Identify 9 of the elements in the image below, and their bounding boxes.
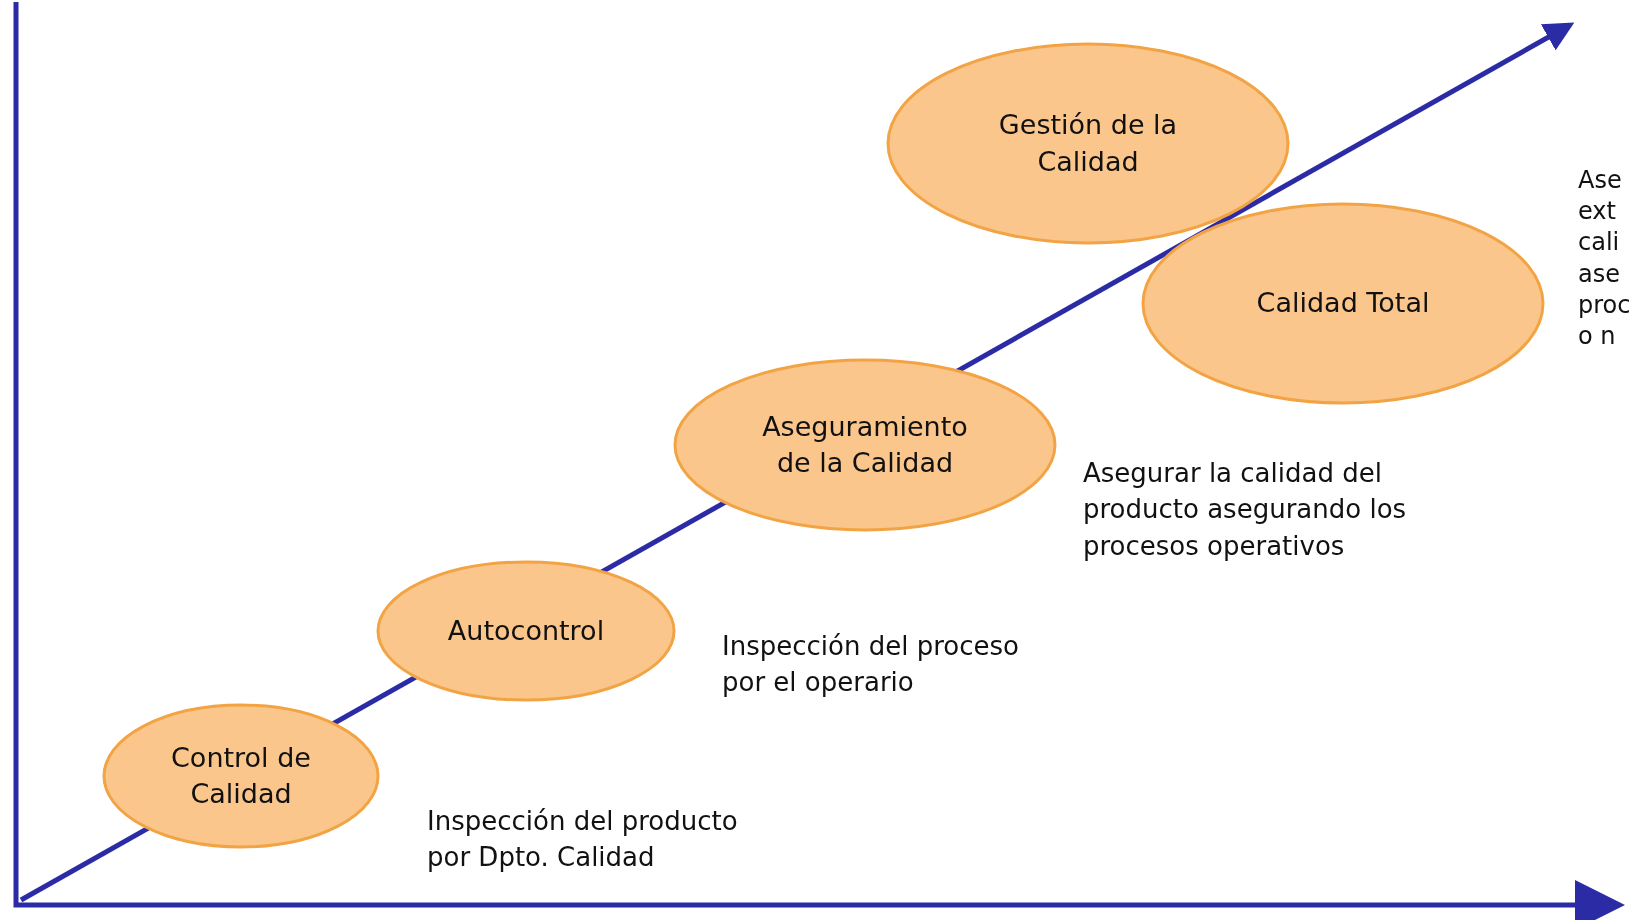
stage-label: Control de Calidad (170, 740, 312, 811)
stage-description: Inspección del proceso por el operario (722, 630, 1020, 700)
stage-label: Calidad Total (1256, 286, 1430, 321)
side-note: Ase ext cali ase proc o n (1578, 165, 1632, 352)
stage-label: Gestión de la Calidad (997, 108, 1179, 179)
stage-description: Asegurar la calidad del producto asegurando los procesos operativos (1083, 457, 1408, 563)
stage-description: Inspección del producto por Dpto. Calidad (427, 805, 739, 875)
stage-label: Autocontrol (447, 613, 605, 648)
stage-label: Aseguramiento de la Calidad (761, 409, 969, 480)
